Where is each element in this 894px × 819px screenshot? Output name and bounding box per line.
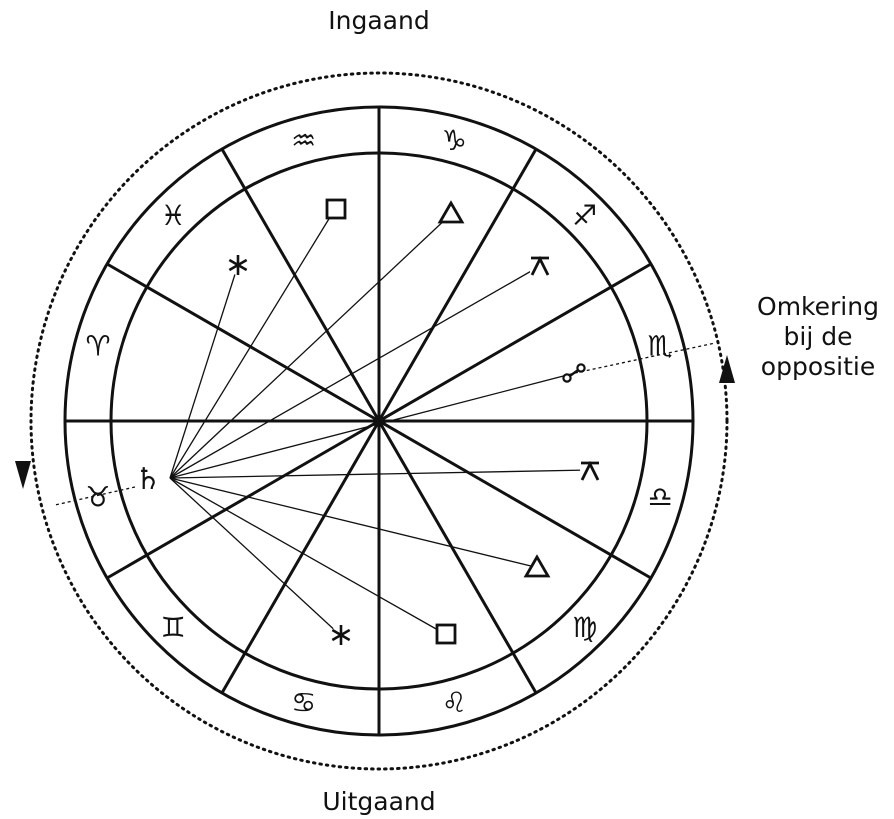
leo-glyph: ♌ — [442, 686, 467, 719]
house-spoke — [377, 148, 538, 422]
arrow-right-up-icon — [719, 355, 735, 383]
aspect-line-square-lower — [169, 477, 446, 635]
house-spoke — [220, 148, 381, 422]
sagittarius-glyph: ♐ — [572, 199, 597, 232]
house-spoke — [378, 262, 652, 423]
aspect-line-quincunx-lower — [169, 469, 591, 479]
taurus-glyph: ♉ — [85, 480, 110, 513]
reversal-label-line-2: bij de — [783, 322, 853, 351]
outgoing-label: Uitgaand — [322, 787, 436, 816]
reversal-label-line-1: Omkering — [757, 292, 879, 321]
aspect-symbols — [228, 198, 600, 645]
pisces-glyph: ♓ — [161, 199, 186, 232]
saturn-glyph: ♄ — [135, 462, 162, 497]
aspect-line-quincunx-upper — [169, 265, 541, 479]
house-spoke — [106, 419, 380, 580]
square-lower-icon — [435, 623, 457, 645]
arrow-left-down-icon — [15, 461, 31, 489]
gemini-glyph: ♊ — [161, 611, 186, 644]
opposition-icon — [562, 363, 586, 383]
house-spoke — [106, 262, 380, 423]
aquarius-glyph: ♒ — [291, 124, 316, 157]
opposition-axis-extension — [54, 486, 136, 506]
libra-glyph: ♎ — [648, 480, 673, 513]
trine-lower-icon — [523, 554, 551, 578]
aspect-lines — [54, 208, 716, 636]
aspect-line-sextile-upper — [169, 267, 238, 479]
incoming-label: Ingaand — [328, 6, 430, 35]
aspect-line-trine-lower — [169, 477, 536, 568]
aspect-line-sextile-lower — [169, 477, 341, 636]
sextile-upper-icon — [228, 255, 248, 275]
reversal-label: Omkering bij de oppositie — [745, 292, 891, 382]
square-upper-icon — [325, 198, 347, 220]
aspect-line-trine-upper — [169, 215, 450, 479]
cancer-glyph: ♋ — [291, 686, 316, 719]
wheel-centre — [374, 416, 384, 426]
aspect-line-opposition — [169, 372, 576, 479]
house-spoke — [220, 420, 381, 694]
motion-circle — [29, 71, 729, 771]
house-spoke — [378, 419, 652, 580]
quincunx-lower-icon — [580, 460, 600, 481]
scorpio-glyph: ♏ — [648, 330, 673, 363]
house-divisions — [65, 107, 693, 735]
sextile-lower-icon — [331, 625, 351, 645]
house-spoke — [377, 420, 538, 694]
virgo-glyph: ♍ — [572, 611, 597, 644]
capricorn-glyph: ♑ — [442, 124, 467, 157]
opposition-axis-extension — [574, 342, 716, 374]
quincunx-upper-icon — [530, 255, 550, 276]
trine-upper-icon — [437, 200, 465, 224]
aspect-line-square-upper — [169, 208, 336, 479]
aries-glyph: ♈ — [85, 330, 110, 363]
reversal-label-line-3: oppositie — [760, 352, 876, 381]
